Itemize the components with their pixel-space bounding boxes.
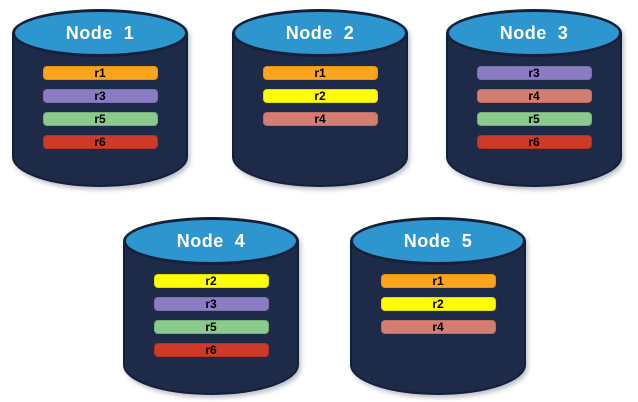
cylinder-body xyxy=(123,241,299,395)
replica-list: r1 r3 r5 r6 xyxy=(12,66,188,149)
replica-bar-r2: r2 xyxy=(153,274,269,288)
replica-bar-r5: r5 xyxy=(42,112,158,126)
replica-bar-r4: r4 xyxy=(476,89,592,103)
replica-bar-r1: r1 xyxy=(380,274,496,288)
cylinder-top-ellipse: Node 1 xyxy=(12,9,188,57)
node-cylinder-5: Node 5 r1 r2 r4 xyxy=(350,217,526,395)
replica-list: r3 r4 r5 r6 xyxy=(446,66,622,149)
cylinder-top-ellipse: Node 4 xyxy=(123,217,299,265)
cylinder-top-ellipse: Node 5 xyxy=(350,217,526,265)
node-title: Node 2 xyxy=(285,22,355,43)
cylinder-body xyxy=(232,33,408,187)
replica-bar-r6: r6 xyxy=(42,135,158,149)
cylinder-body xyxy=(350,241,526,395)
node-title: Node 5 xyxy=(403,230,473,251)
cylinder-body xyxy=(446,33,622,187)
node-title: Node 4 xyxy=(176,230,246,251)
replica-bar-r6: r6 xyxy=(153,343,269,357)
replica-list: r2 r3 r5 r6 xyxy=(123,274,299,357)
node-cylinder-3: Node 3 r3 r4 r5 r6 xyxy=(446,9,622,187)
replica-bar-r2: r2 xyxy=(262,89,378,103)
replica-bar-r1: r1 xyxy=(42,66,158,80)
cylinder-top-ellipse: Node 3 xyxy=(446,9,622,57)
replica-bar-r2: r2 xyxy=(380,297,496,311)
replica-bar-r3: r3 xyxy=(42,89,158,103)
node-title: Node 3 xyxy=(499,22,569,43)
node-cylinder-1: Node 1 r1 r3 r5 r6 xyxy=(12,9,188,187)
node-title: Node 1 xyxy=(65,22,135,43)
replica-bar-r1: r1 xyxy=(262,66,378,80)
replica-bar-r5: r5 xyxy=(476,112,592,126)
replica-bar-r3: r3 xyxy=(153,297,269,311)
replica-bar-r5: r5 xyxy=(153,320,269,334)
replica-bar-r4: r4 xyxy=(380,320,496,334)
node-cylinder-2: Node 2 r1 r2 r4 xyxy=(232,9,408,187)
replica-bar-r4: r4 xyxy=(262,112,378,126)
cylinder-top-ellipse: Node 2 xyxy=(232,9,408,57)
replica-bar-r6: r6 xyxy=(476,135,592,149)
replica-list: r1 r2 r4 xyxy=(350,274,526,334)
replica-list: r1 r2 r4 xyxy=(232,66,408,126)
node-cylinder-4: Node 4 r2 r3 r5 r6 xyxy=(123,217,299,395)
replica-bar-r3: r3 xyxy=(476,66,592,80)
